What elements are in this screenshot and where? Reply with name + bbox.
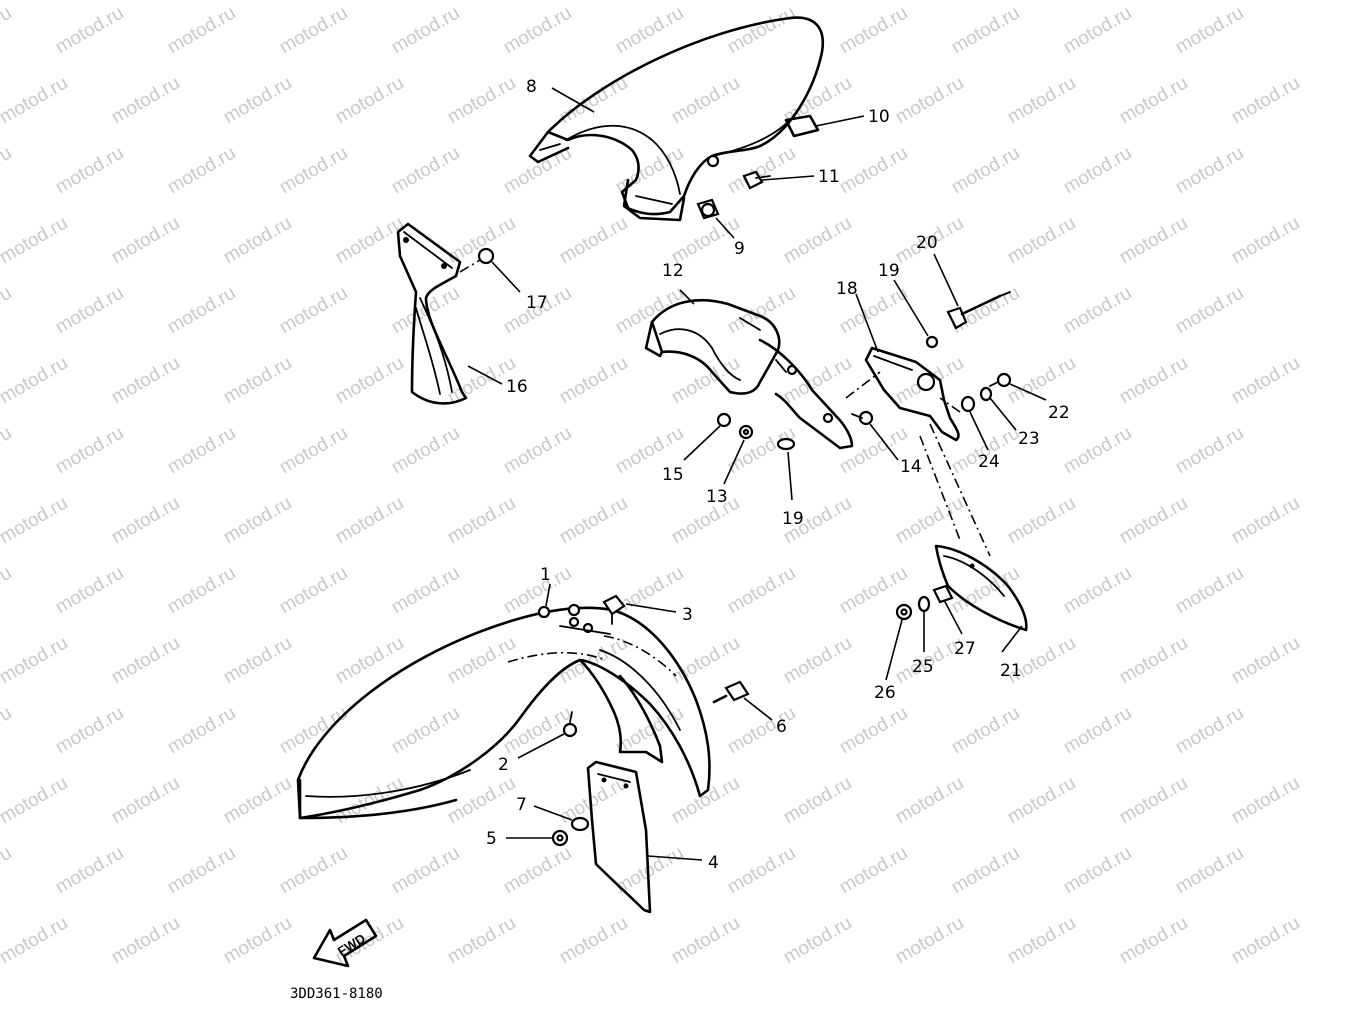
nut-14 [851, 410, 874, 426]
callout-9: 9 [734, 239, 745, 259]
callout-25: 25 [912, 657, 934, 677]
callout-7: 7 [516, 795, 527, 815]
callout-14: 14 [900, 457, 922, 477]
callout-19-top: 19 [878, 261, 900, 281]
callout-19-bottom: 19 [782, 509, 804, 529]
bolt-3 [602, 594, 626, 625]
nut-13 [738, 424, 754, 440]
callout-5: 5 [486, 829, 497, 849]
callout-15: 15 [662, 465, 684, 485]
nut-26 [895, 603, 913, 621]
callout-6: 6 [776, 717, 787, 737]
callout-17: 17 [526, 293, 548, 313]
screw-20 [946, 291, 1011, 330]
callout-2: 2 [498, 755, 509, 775]
spacer-27 [932, 584, 954, 604]
callout-10: 10 [868, 107, 890, 127]
front-fender [296, 606, 711, 820]
callout-3: 3 [682, 605, 693, 625]
screw-9 [696, 198, 720, 220]
callout-22: 22 [1048, 403, 1070, 423]
bolt-6 [712, 680, 750, 704]
callout-24: 24 [978, 452, 1000, 472]
callout-16: 16 [506, 377, 528, 397]
callout-18: 18 [836, 279, 858, 299]
washer-19b [776, 437, 796, 451]
callout-11: 11 [818, 167, 840, 187]
callout-13: 13 [706, 487, 728, 507]
callout-12: 12 [662, 261, 684, 281]
leader-lines [467, 87, 1047, 861]
screw-17 [459, 247, 495, 273]
front-mudguard-plate [586, 760, 652, 914]
mud-flap [396, 222, 468, 405]
screw-22 [989, 372, 1012, 388]
callout-23: 23 [1018, 429, 1040, 449]
callout-8: 8 [526, 77, 537, 97]
washer-7 [570, 816, 590, 832]
callout-27: 27 [954, 639, 976, 659]
nut-1 [537, 603, 581, 619]
washer-23 [979, 386, 993, 402]
bolt-11 [706, 154, 771, 190]
spacer-24 [960, 395, 976, 413]
washer-25 [917, 595, 931, 613]
spacer-19a [925, 335, 939, 349]
fwd-arrow-icon: FWD [312, 918, 378, 968]
tail-housing [644, 298, 854, 450]
rear-fender [528, 16, 825, 222]
callout-numbers: 8 10 11 9 17 16 12 18 19 20 22 23 24 14 … [486, 77, 1070, 873]
bracket-18 [845, 346, 961, 442]
diagram-code: 3DD361-8180 [290, 986, 383, 1002]
nut-15 [716, 412, 732, 428]
nut-2 [562, 711, 578, 738]
pad-10 [784, 114, 820, 138]
callout-26: 26 [874, 683, 896, 703]
callout-20: 20 [916, 233, 938, 253]
callout-1: 1 [540, 565, 551, 585]
nut-5 [551, 829, 569, 847]
callout-21: 21 [1000, 661, 1022, 681]
callout-4: 4 [708, 853, 719, 873]
reflector-plate [919, 423, 1028, 632]
